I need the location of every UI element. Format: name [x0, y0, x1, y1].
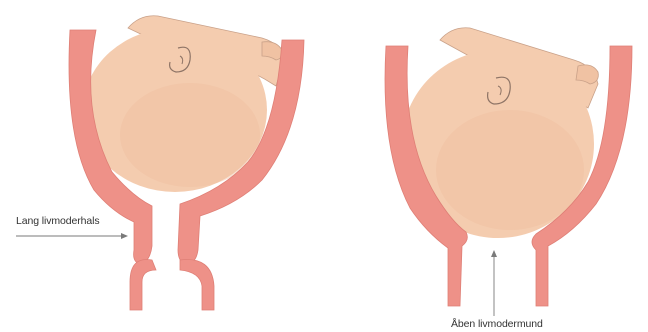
label-open-cervix: Åben livmodermund	[451, 318, 543, 330]
left-cervix-loop-left	[130, 259, 156, 310]
left-diagram-closed-cervix	[16, 16, 304, 310]
left-label-arrowhead	[121, 233, 128, 239]
right-baby-head-shade	[436, 110, 584, 230]
right-label-arrowhead	[491, 250, 497, 257]
label-long-cervix: Lang livmoderhals	[16, 215, 100, 227]
right-diagram-open-cervix	[385, 28, 632, 316]
left-cervix-loop-right	[180, 260, 214, 310]
